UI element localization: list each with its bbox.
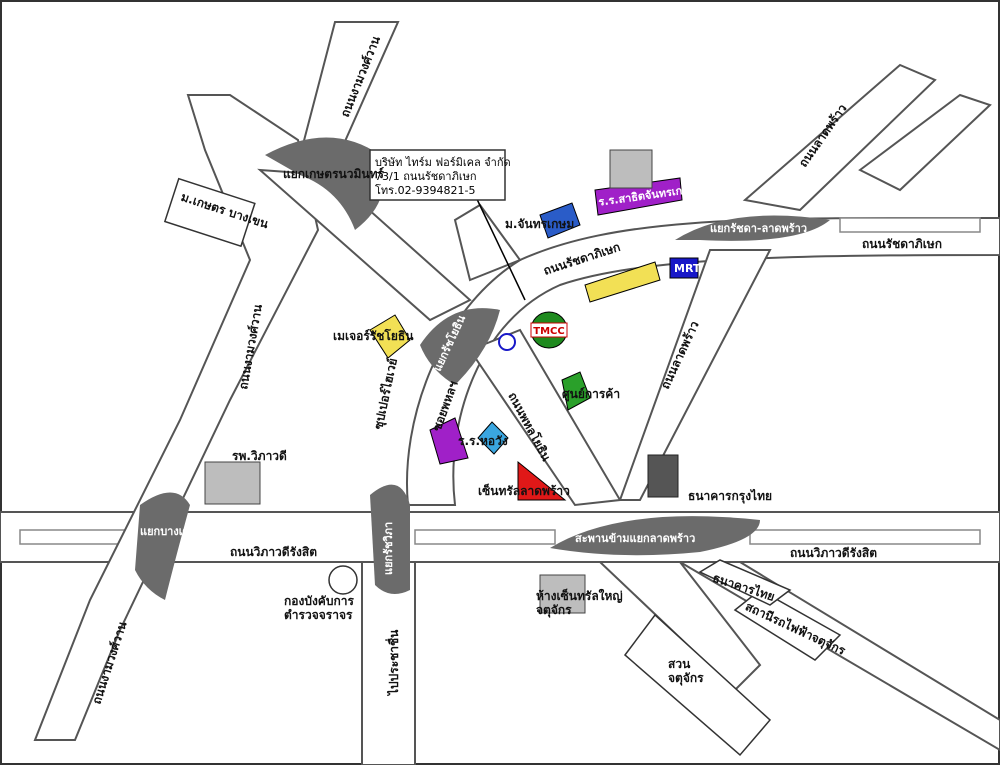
kaset-univ-box bbox=[163, 177, 256, 248]
landmark-phahon-sq bbox=[477, 421, 509, 455]
landmark-dome bbox=[429, 417, 469, 465]
company-box-line3: โทร.02-9394821-5 bbox=[375, 183, 476, 197]
label-chandrakasem: ม.จันทรเกษม bbox=[505, 217, 574, 231]
road-ngamwongwan bbox=[33, 94, 320, 741]
overpass-bangkhen bbox=[135, 492, 190, 600]
tmcc-logo: TMCC bbox=[530, 311, 568, 349]
label-ratchada-ladprao-junction: แยกรัชดา-ลาดพร้าว bbox=[710, 222, 807, 235]
landmark-sc-park bbox=[561, 371, 591, 411]
landmark-chandrakasem bbox=[539, 202, 581, 239]
landmark-ratchada-bank bbox=[584, 261, 661, 303]
label-central: เซ็นทรัลลาดพร้าว bbox=[478, 483, 570, 498]
label-mrt: MRT bbox=[674, 262, 701, 275]
landmark-central bbox=[517, 460, 567, 501]
tmcc-logo-text: TMCC bbox=[533, 326, 564, 337]
landmark-major bbox=[369, 314, 411, 359]
company-box-line2: 73/1 ถนนรัชดาภิเษก bbox=[375, 170, 477, 183]
ratchayothin-marker bbox=[498, 333, 516, 351]
police-marker bbox=[328, 565, 358, 595]
label-prachachuen: ไปประชาชื่น bbox=[385, 629, 401, 697]
rail-strip-right bbox=[749, 529, 981, 545]
label-major: เมเจอร์รัชโยธิน bbox=[333, 328, 414, 343]
label-vibhavadi-left: ถนนวิภาวดีรังสิต bbox=[230, 545, 317, 559]
building-vibhavadi bbox=[204, 461, 261, 505]
label-vibhavadi-hosp: รพ.วิภาวดี bbox=[232, 449, 287, 463]
banking-box bbox=[698, 559, 792, 606]
road-ratchadaphisek bbox=[406, 216, 1000, 506]
overpass-ratchada-ladprao bbox=[675, 215, 830, 241]
label-ratchadaphisek-right: ถนนรัชดาภิเษก bbox=[862, 237, 942, 251]
label-bank-ladprao: ธนาคารกรุงไทย bbox=[688, 488, 772, 504]
label-bangkhen-junction: แยกบางเขน bbox=[140, 525, 198, 538]
label-police: กองบังคับการตำรวจจราจร bbox=[284, 594, 354, 622]
overpass-ha-yaek bbox=[550, 516, 760, 556]
label-kaset-junction: แยกเกษตรนวมินทร์ bbox=[283, 167, 385, 181]
label-sc-park: ศูนย์การค้า bbox=[562, 387, 620, 402]
label-bus-terminal: ห้างเซ็นทรัลใหญ่จตุจักร bbox=[536, 588, 623, 618]
building-bus-terminal bbox=[539, 574, 586, 614]
road-ladprao-top bbox=[742, 63, 937, 212]
overpass-ratchawipha bbox=[370, 484, 410, 594]
company-box bbox=[369, 149, 506, 201]
label-phahon-sq: ร.ร.หอวัง bbox=[458, 434, 508, 448]
label-chatuchak-park: สวนจตุจักร bbox=[668, 657, 704, 686]
building-ladprao bbox=[647, 454, 679, 498]
building-chandrakasem bbox=[609, 149, 653, 189]
road-ladprao-top2 bbox=[858, 93, 992, 192]
rail-strip-mid bbox=[414, 529, 556, 545]
overpass-ratchayothin bbox=[420, 308, 500, 385]
company-pointer bbox=[474, 194, 526, 301]
rail-strip-ratchada bbox=[839, 217, 981, 233]
road-ladprao-mid bbox=[618, 249, 772, 501]
label-ha-yaek-junction: สะพานข้ามแยกลาดพร้าว bbox=[575, 532, 695, 545]
label-vibhavadi-right: ถนนวิภาวดีรังสิต bbox=[790, 546, 877, 560]
label-ratchawipha-junction: แยกรัชวิภา bbox=[382, 522, 395, 575]
overpass-kaset bbox=[265, 137, 385, 230]
chatuchak-park bbox=[623, 613, 772, 757]
landmark-mrt bbox=[669, 257, 699, 279]
company-box-line1: บริษัท ไทร์ม ฟอร์มิเคล จำกัด bbox=[375, 156, 511, 169]
